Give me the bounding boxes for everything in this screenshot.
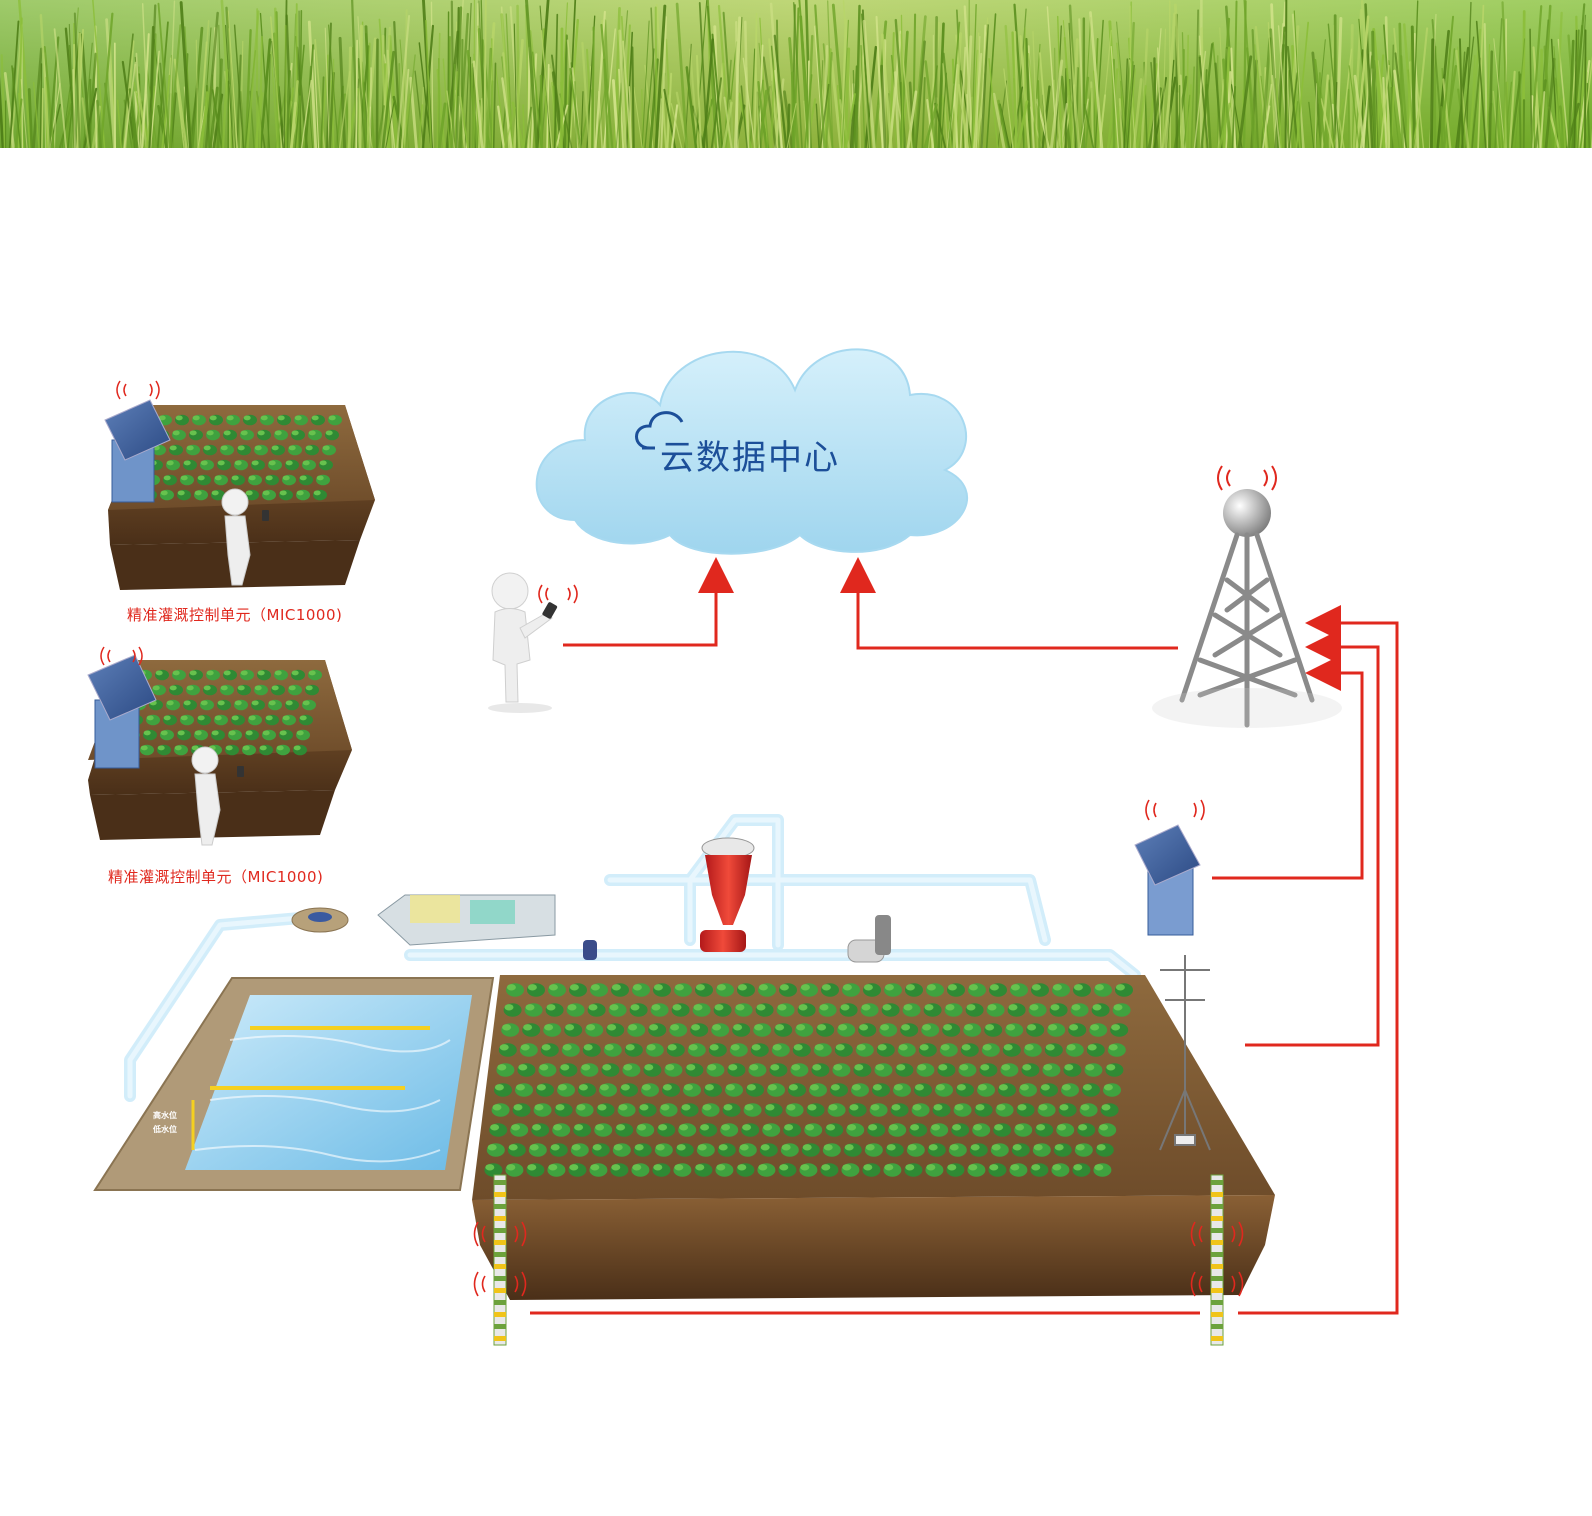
control-unit-1-signal-icon bbox=[116, 380, 160, 400]
weather-station bbox=[1159, 955, 1211, 1151]
soil-sensor-signal-icons bbox=[473, 1221, 1244, 1297]
link-sensors-to-tower bbox=[1238, 605, 1399, 1315]
water-pond bbox=[93, 977, 495, 1191]
link-station-to-tower bbox=[1212, 655, 1364, 880]
link-weather-to-tower bbox=[1245, 629, 1380, 1047]
rtu-signal-icon bbox=[1145, 799, 1205, 821]
pond-high-level-label: 高水位 bbox=[153, 1111, 177, 1120]
soil-sensor-right bbox=[1210, 1174, 1224, 1346]
rtu-station bbox=[1134, 824, 1201, 936]
control-unit-1-label: 精准灌溉控制单元（MIC1000) bbox=[127, 606, 343, 624]
settling-tanks bbox=[377, 894, 556, 946]
control-unit-1-field bbox=[104, 399, 375, 590]
water-well bbox=[291, 907, 349, 933]
main-crop-field bbox=[472, 975, 1275, 1300]
phone-user-signal-icon bbox=[538, 584, 578, 604]
control-unit-2-signal-icon bbox=[100, 646, 143, 666]
control-unit-2-label: 精准灌溉控制单元（MIC1000) bbox=[108, 868, 324, 886]
valves bbox=[583, 915, 891, 963]
signal-tower bbox=[1152, 489, 1342, 728]
soil-sensor-left bbox=[493, 1174, 507, 1346]
phone-user bbox=[488, 572, 558, 713]
pipe-network bbox=[124, 814, 1141, 1102]
tower-signal-icon bbox=[1217, 465, 1277, 491]
cloud-data-center bbox=[535, 348, 968, 555]
link-person-to-cloud bbox=[563, 557, 734, 647]
pond-low-level-label: 低水位 bbox=[153, 1125, 177, 1134]
link-lines bbox=[530, 557, 1399, 1315]
cloud-title: 云数据中心 bbox=[660, 438, 840, 478]
control-unit-2-field bbox=[87, 654, 352, 846]
centrifugal-filter bbox=[700, 837, 755, 952]
grass-banner bbox=[0, 0, 1592, 148]
cloud-icon bbox=[635, 411, 684, 450]
grass-banner-art bbox=[0, 0, 1592, 148]
link-tower-to-cloud bbox=[840, 557, 1178, 650]
